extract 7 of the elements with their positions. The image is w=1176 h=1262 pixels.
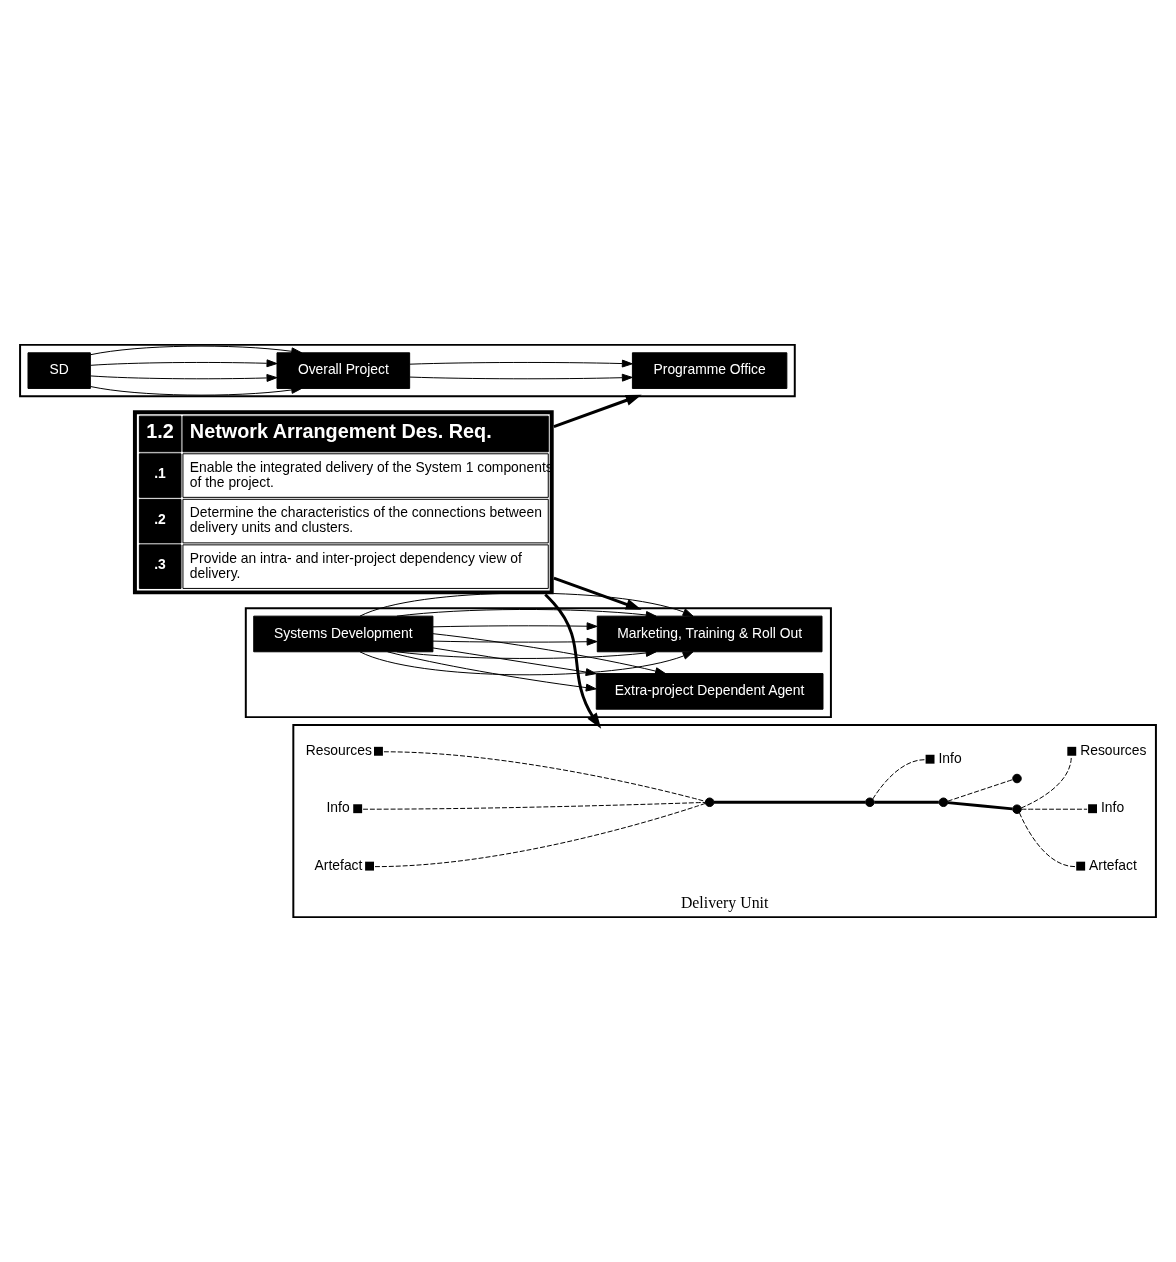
node-label: Artefact	[314, 856, 363, 873]
node-label: Info	[938, 749, 962, 766]
node-label: Info	[326, 799, 350, 816]
node-label: Info	[1100, 799, 1125, 816]
node-label: Resources	[305, 741, 372, 758]
node-label: Artefact	[1089, 856, 1137, 873]
node-label: Resources	[1080, 741, 1147, 758]
